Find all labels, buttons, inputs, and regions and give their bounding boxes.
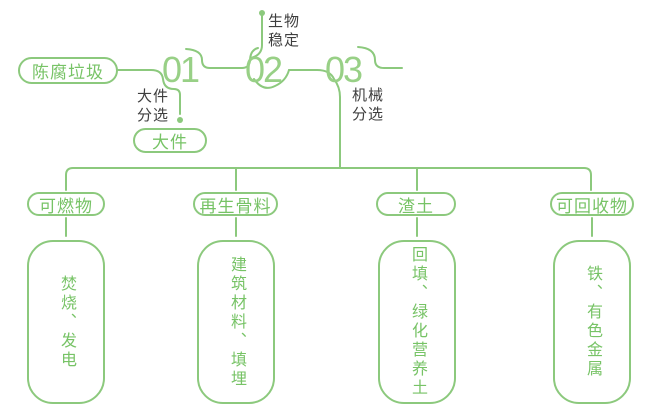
dot-dajian	[177, 117, 183, 123]
disposal-text: 建筑材料、填埋	[228, 255, 245, 389]
output-node-bulky: 大件	[133, 128, 207, 153]
source-node: 陈腐垃圾	[18, 57, 118, 84]
disposal-text: 回填、绿化营养土	[409, 246, 426, 398]
wire-01-to-02	[185, 47, 259, 69]
stage-number-03: 03	[324, 49, 363, 90]
disposal-node-metals: 铁、有色金属	[553, 240, 631, 404]
wire-distribution-rail	[65, 167, 592, 191]
stage-number-02: 02	[244, 49, 283, 90]
dot-biostable	[259, 10, 265, 16]
label-mechanical-sorting: 机械 分选	[352, 87, 385, 124]
label-bulky-sorting: 大件 分选	[137, 88, 170, 125]
wire-source-to-01-drop	[117, 69, 181, 115]
wire-02-up-branch	[250, 15, 263, 59]
disposal-node-incineration: 焚烧、发电	[27, 240, 105, 404]
category-node-slag-soil: 渣土	[376, 192, 456, 216]
disposal-text: 焚烧、发电	[58, 274, 75, 370]
wire-03-tail	[357, 46, 403, 69]
disposal-node-backfill: 回填、绿化营养土	[378, 240, 456, 404]
category-node-recycled-aggregate: 再生骨料	[193, 192, 278, 216]
wire-02-to-03-drop	[253, 69, 341, 169]
disposal-node-construction: 建筑材料、填埋	[197, 240, 275, 404]
category-node-recyclables: 可回收物	[550, 192, 634, 216]
disposal-text: 铁、有色金属	[584, 265, 601, 379]
stage-number-01: 01	[161, 49, 200, 90]
category-node-combustibles: 可燃物	[27, 192, 105, 216]
label-bio-stabilization: 生物 稳定	[268, 13, 301, 50]
